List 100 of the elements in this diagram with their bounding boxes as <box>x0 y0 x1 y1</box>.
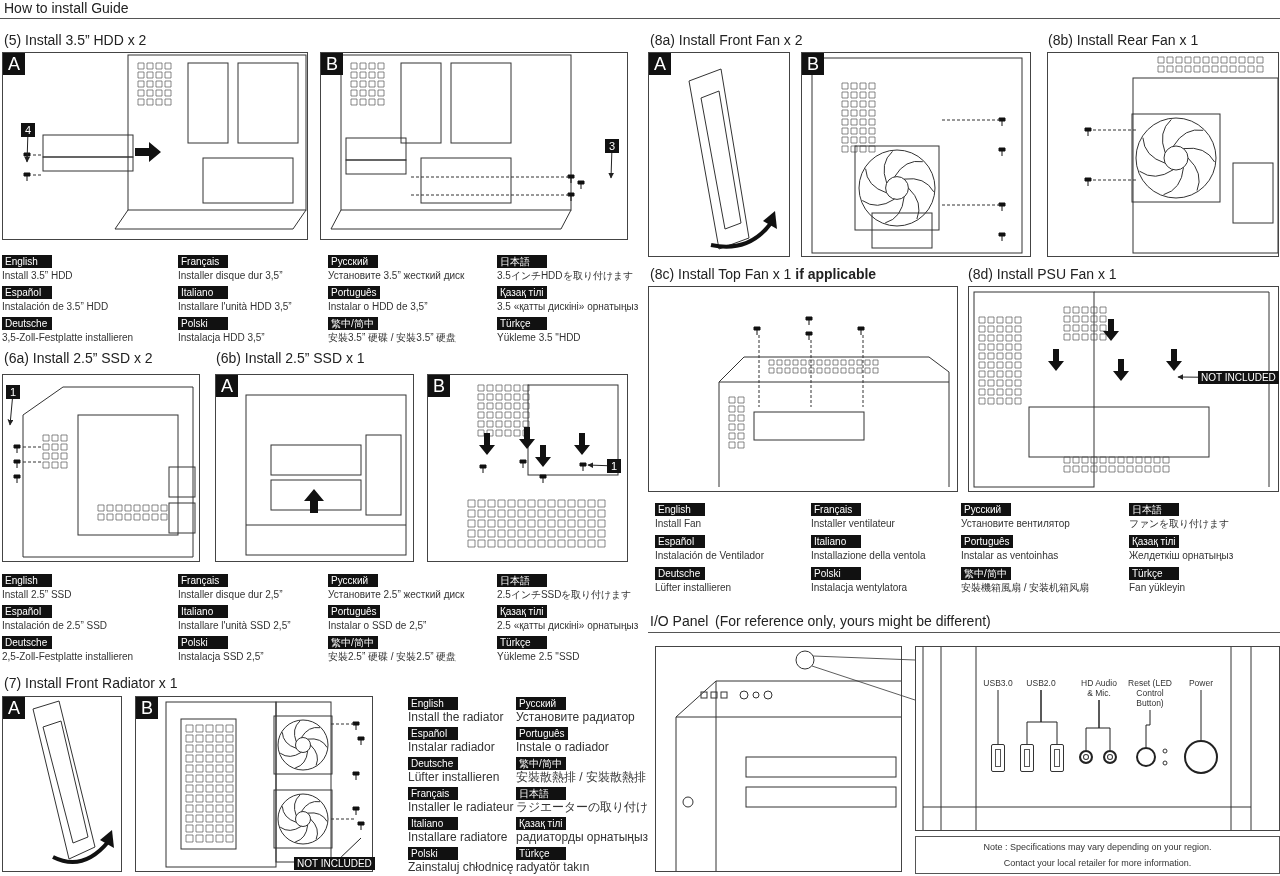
power-button <box>1184 740 1218 774</box>
instruction-text: Install the radiator <box>408 712 504 723</box>
instruction-text: 3.5インチHDDを取り付けます <box>497 270 633 281</box>
usb-port <box>991 744 1005 772</box>
usb-port <box>1020 744 1034 772</box>
language-badge: Türkçe <box>497 317 547 330</box>
language-badge: Қазақ тілі <box>497 286 547 299</box>
leader-line <box>587 462 608 469</box>
leader-line <box>608 152 615 179</box>
instruction-text: ファンを取り付けます <box>1129 518 1229 529</box>
language-badge: 日本語 <box>497 574 547 587</box>
illustration-panel <box>1047 52 1279 257</box>
note-box <box>915 836 1280 874</box>
illustration-panel <box>427 374 628 562</box>
illustration-panel <box>135 696 373 872</box>
port-label: Reset (LED Control Button) <box>1123 678 1177 708</box>
instruction-text: Install Fan <box>655 518 702 529</box>
instruction-text: 2.5インチSSDを取り付けます <box>497 589 632 600</box>
step-letter: B <box>428 375 450 397</box>
callout-number: 4 <box>21 123 35 137</box>
leader-line <box>1200 689 1202 741</box>
instruction-text: Installer ventilateur <box>811 518 895 529</box>
language-badge: English <box>655 503 705 516</box>
port-label: USB3.0 <box>978 678 1018 688</box>
step-letter: B <box>802 53 824 75</box>
language-badge: Türkçe <box>1129 567 1179 580</box>
section-heading: (8a) Install Front Fan x 2 <box>650 32 803 48</box>
language-badge: 繁中/简中 <box>328 636 378 649</box>
instruction-text: 2.5 «қатты дискіні» орнатыңыз <box>497 620 639 631</box>
language-badge: Қазақ тілі <box>516 817 566 830</box>
instruction-text: Lüfter installieren <box>408 772 500 783</box>
callout-number: 1 <box>607 459 621 473</box>
instruction-text: Instalación de Ventilador <box>655 550 764 561</box>
language-badge: Português <box>328 286 380 299</box>
language-badge: 日本語 <box>516 787 566 800</box>
leader-line <box>1177 374 1199 381</box>
instruction-text: Instalar radiador <box>408 742 495 753</box>
instruction-text: Желдеткіш орнатыңыз <box>1129 550 1234 561</box>
language-badge: Español <box>655 535 705 548</box>
leader-line <box>997 689 999 745</box>
language-badge: English <box>408 697 458 710</box>
illustration-panel <box>655 646 902 872</box>
language-badge: Italiano <box>178 605 228 618</box>
leader-line <box>24 136 31 163</box>
step-letter: A <box>3 53 25 75</box>
step-letter: A <box>216 375 238 397</box>
language-badge: English <box>2 574 52 587</box>
instruction-text: Installare l'unità HDD 3,5” <box>178 301 292 312</box>
language-badge: Italiano <box>811 535 861 548</box>
page-title: How to install Guide <box>4 0 129 16</box>
instruction-text: Установите 3.5” жесткий диск <box>328 270 465 281</box>
leader-line <box>1040 689 1058 745</box>
instruction-text: 3,5-Zoll-Festplatte installieren <box>2 332 134 343</box>
instruction-text: Installer disque dur 3,5” <box>178 270 283 281</box>
step-letter: B <box>321 53 343 75</box>
language-badge: Polski <box>178 636 228 649</box>
instruction-text: Instale o radiador <box>516 742 609 753</box>
step-letter: A <box>3 697 25 719</box>
instruction-text: Instalación de 2.5” SSD <box>2 620 108 631</box>
instruction-text: Lüfter installieren <box>655 582 732 593</box>
instruction-text: Instalacja HDD 3,5” <box>178 332 265 343</box>
language-badge: English <box>2 255 52 268</box>
instruction-text: Установите радиатор <box>516 712 635 723</box>
illustration-panel <box>648 286 958 492</box>
language-badge: Deutsche <box>2 317 52 330</box>
note-text: Contact your local retailer for more information. <box>1002 857 1193 870</box>
language-badge: Deutsche <box>2 636 52 649</box>
section-heading: (8c) Install Top Fan x 1 if applicable <box>650 266 877 282</box>
instruction-text: Yükleme 2.5 "SSD <box>497 651 580 662</box>
language-badge: Deutsche <box>408 757 458 770</box>
instruction-text: Fan yükleyin <box>1129 582 1186 593</box>
instruction-text: Installare l'unità SSD 2,5” <box>178 620 291 631</box>
section-heading: (8d) Install PSU Fan x 1 <box>968 266 1117 282</box>
instruction-text: Instalar o SSD de 2,5” <box>328 620 427 631</box>
leader-line <box>1145 709 1151 748</box>
step-letter: A <box>649 53 671 75</box>
instruction-text: Installazione della ventola <box>811 550 926 561</box>
instruction-text: Installer disque dur 2,5” <box>178 589 283 600</box>
instruction-text: Install 2.5” SSD <box>2 589 72 600</box>
instruction-text: Установите вентилятор <box>961 518 1070 529</box>
language-badge: Türkçe <box>497 636 547 649</box>
language-badge: Português <box>516 727 568 740</box>
instruction-text: 3.5 «қатты дискіні» орнатыңыз <box>497 301 639 312</box>
language-badge: Español <box>2 605 52 618</box>
language-badge: Italiano <box>178 286 228 299</box>
leader-line <box>340 837 362 858</box>
instruction-text: radyatör takın <box>516 862 590 873</box>
instruction-text: Instalar o HDD de 3,5” <box>328 301 428 312</box>
note-text: Note : Specifications may vary depending on your region. <box>982 841 1213 854</box>
illustration-panel <box>2 696 122 872</box>
section-heading: (8b) Install Rear Fan x 1 <box>1048 32 1199 48</box>
language-badge: Polski <box>811 567 861 580</box>
instruction-text: 2,5-Zoll-Festplatte installieren <box>2 651 134 662</box>
instruction-text: Yükleme 3.5 "HDD <box>497 332 581 343</box>
language-badge: Polski <box>178 317 228 330</box>
port-label: HD Audio & Mic. <box>1079 678 1119 698</box>
audio-jack <box>1103 750 1117 764</box>
instruction-text: 安裝2.5” 硬碟 / 安裝2.5” 硬盘 <box>328 651 457 662</box>
instruction-text: Установите 2.5” жесткий диск <box>328 589 465 600</box>
language-badge: Русский <box>328 574 378 587</box>
